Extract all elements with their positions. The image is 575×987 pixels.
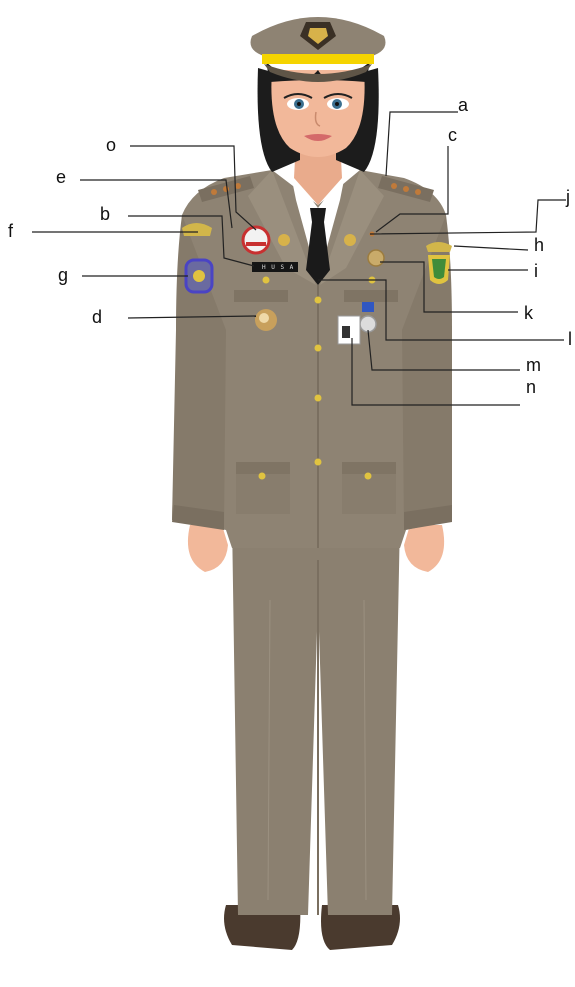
label-b: b bbox=[100, 205, 110, 223]
label-o: o bbox=[106, 136, 116, 154]
label-m: m bbox=[526, 356, 541, 374]
name-tag-text: H U S A bbox=[262, 264, 294, 271]
label-a: a bbox=[458, 96, 468, 114]
label-n: n bbox=[526, 378, 536, 396]
label-k: k bbox=[524, 304, 533, 322]
label-e: e bbox=[56, 168, 66, 186]
label-h: h bbox=[534, 236, 544, 254]
label-j: j bbox=[566, 188, 570, 206]
label-c: c bbox=[448, 126, 457, 144]
trousers bbox=[232, 520, 400, 915]
leader-h bbox=[454, 246, 528, 250]
label-g: g bbox=[58, 266, 68, 284]
label-i: i bbox=[534, 262, 538, 280]
label-f: f bbox=[8, 222, 13, 240]
label-d: d bbox=[92, 308, 102, 326]
label-l: l bbox=[568, 330, 572, 348]
